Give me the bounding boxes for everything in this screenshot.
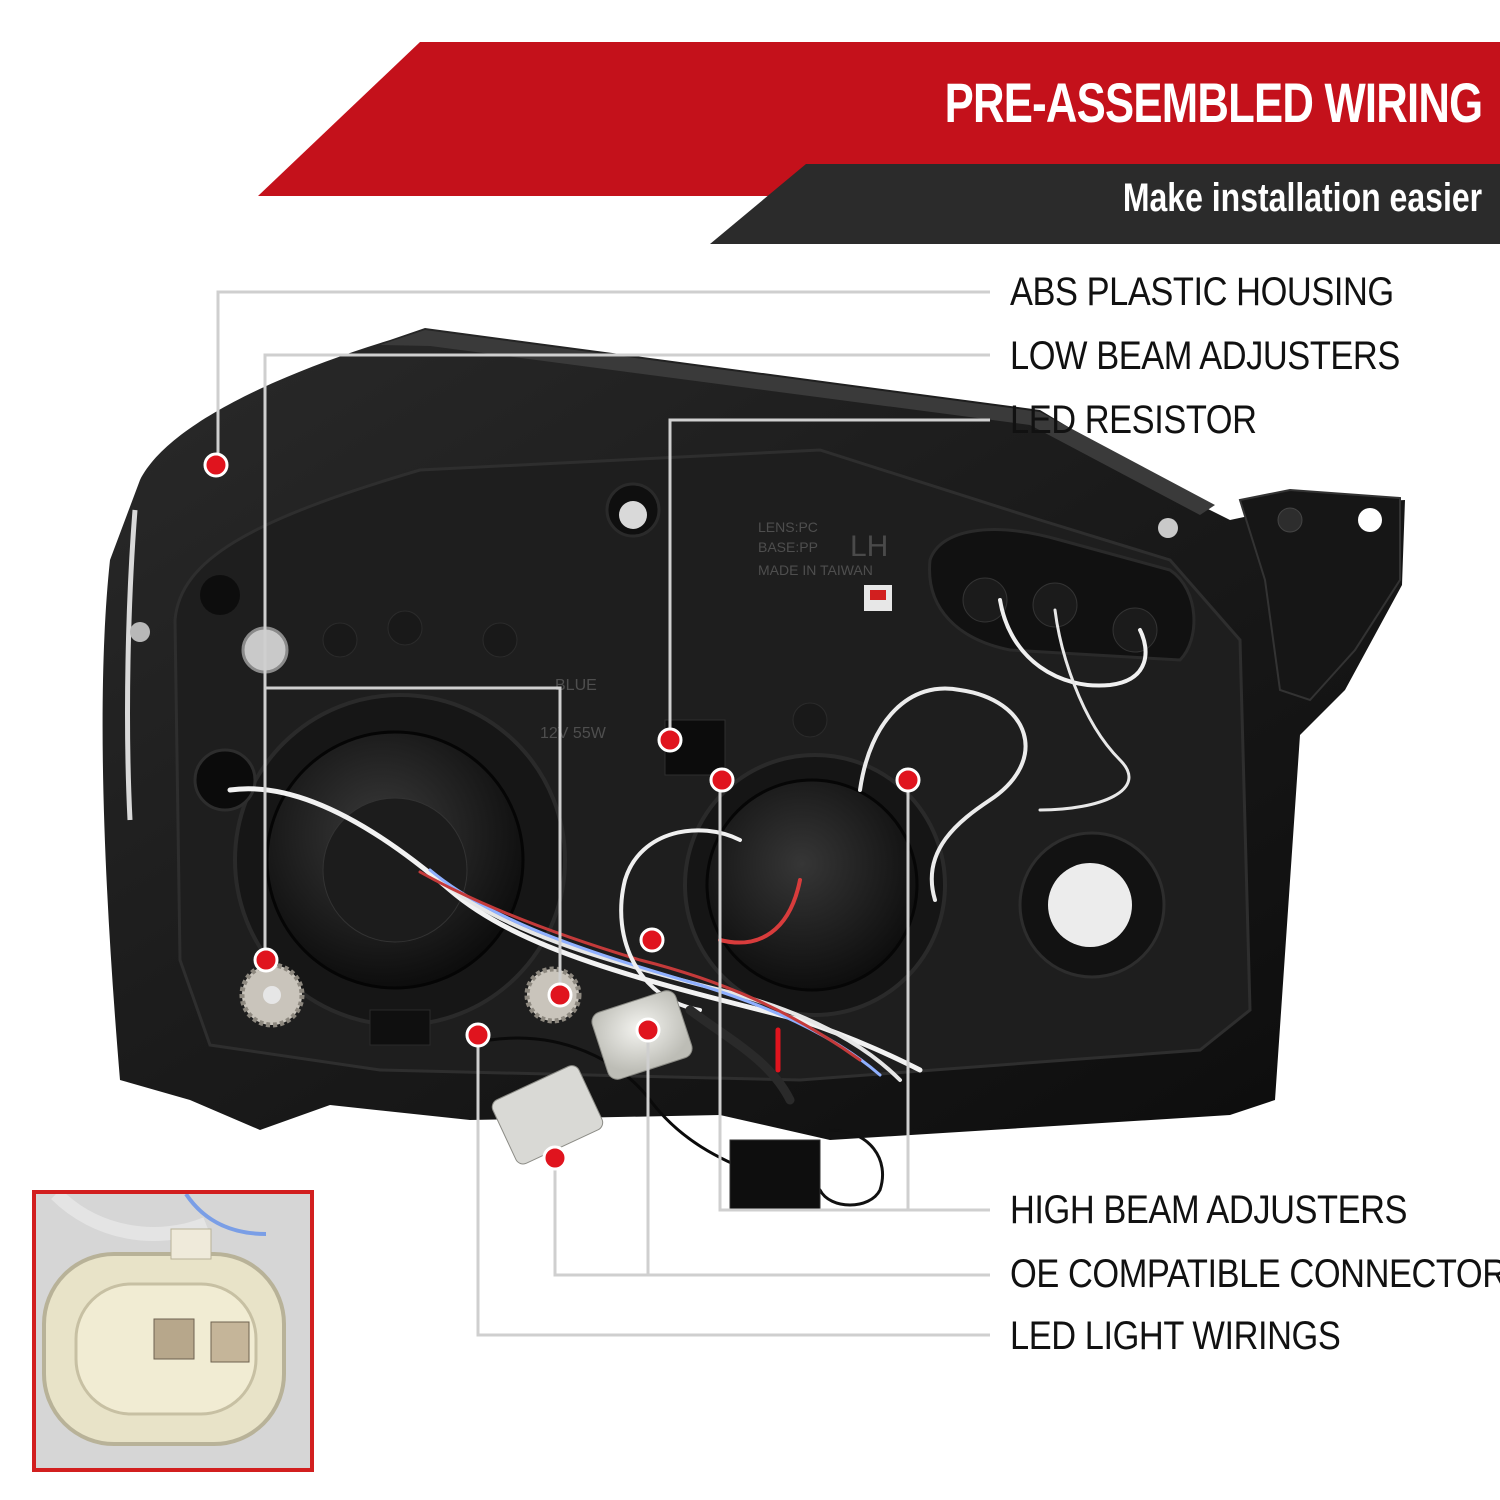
wire-black-2 [818,1128,885,1207]
leader-led-wirings [476,1035,990,1337]
housing-top-lip [380,330,1215,515]
plug-dot-1 [200,575,240,615]
round-port-cap [1048,863,1132,947]
callout-high-beam-adjusters: HIGH BEAM ADJUSTERS [1010,1188,1408,1232]
leader-lines [216,290,990,1337]
housing-edge-highlight [125,509,138,821]
marking-side: LH [850,530,888,563]
wire-white-loop-3 [998,598,1148,688]
low-beam-cap [322,797,468,943]
closeup-pin-1 [153,1318,195,1360]
leader-high-beam [718,780,990,1212]
closeup-latch [170,1228,212,1260]
top-port-cap [619,501,647,529]
low-beam-tab [369,1009,431,1046]
plug-dot-2 [322,622,358,658]
mounting-bracket [1238,488,1401,702]
closeup-wire-blue [184,1194,267,1236]
marker-connector-2 [542,1145,568,1171]
marker-abs-housing [203,452,229,478]
side-port [193,748,257,812]
callout-led-resistor: LED RESISTOR [1010,398,1257,442]
marker-led-wirings [465,1022,491,1048]
qc-sticker-mark [870,590,886,600]
connector-socket-3 [1112,607,1158,653]
oe-connector-secondary [491,1065,604,1165]
marking-wattage: 12V 55W [540,725,607,742]
leader-low-beam-2 [265,686,562,995]
leader-low-beam [263,353,990,960]
banner-subtitle: Make installation easier [1122,176,1482,220]
marker-wiring-mid [639,927,665,953]
wire-red [418,870,862,1062]
plug-dot-4 [482,622,518,658]
plug-dot-5 [792,702,828,738]
closeup-pin-2 [210,1321,250,1363]
screw-top-left [130,622,150,642]
bracket-bolt [1277,507,1303,533]
leader-led-resistor [668,418,990,740]
callout-oe-compatible-connectors: OE COMPATIBLE CONNECTORS [1010,1252,1500,1296]
connector-socket-2 [1032,582,1078,628]
wire-white-loop-2 [858,686,1028,902]
marker-high-beam-1 [709,767,735,793]
dark-banner [710,164,1500,244]
markers [203,452,921,1171]
leader-connectors [553,1160,990,1277]
connector-closeup-inset [32,1190,314,1472]
marker-connector-1 [635,1017,661,1043]
marker-low-beam-1 [253,947,279,973]
screw-top-right [1158,518,1178,538]
wire-red-high [718,878,802,945]
wire-harness-corrugated [685,1005,795,1105]
marking-base: BASE:PP [758,539,818,555]
leader-abs-housing [216,290,990,465]
connector-socket-1 [962,577,1008,623]
wire-white-1 [227,786,923,1073]
callout-low-beam-adjusters: LOW BEAM ADJUSTERS [1010,334,1400,378]
bracket-hole [1358,508,1382,532]
connector-closeup [36,1194,310,1468]
marking-origin: MADE IN TAIWAN [758,562,873,578]
plug-dot-3 [387,610,423,646]
wire-white-loop-4 [1038,608,1131,812]
marker-low-beam-2 [547,982,573,1008]
marker-high-beam-2 [895,767,921,793]
housing-markings: LENS:PC BASE:PP MADE IN TAIWAN BLUE 12V … [540,519,873,742]
callout-abs-plastic-housing: ABS PLASTIC HOUSING [1010,270,1394,314]
marking-lens: LENS:PC [758,519,818,535]
callout-led-light-wirings: LED LIGHT WIRINGS [1010,1314,1341,1358]
red-banner [258,42,1500,196]
marking-bulb: BLUE [555,677,597,694]
high-beam-bowl [705,778,919,992]
banner-title: PRE-ASSEMBLED WIRING [944,71,1482,134]
low-beam-adjuster-center [263,986,281,1004]
marker-led-resistor [657,727,683,753]
mount-tab [729,1139,821,1211]
wire-white-loop-1 [619,828,742,1012]
